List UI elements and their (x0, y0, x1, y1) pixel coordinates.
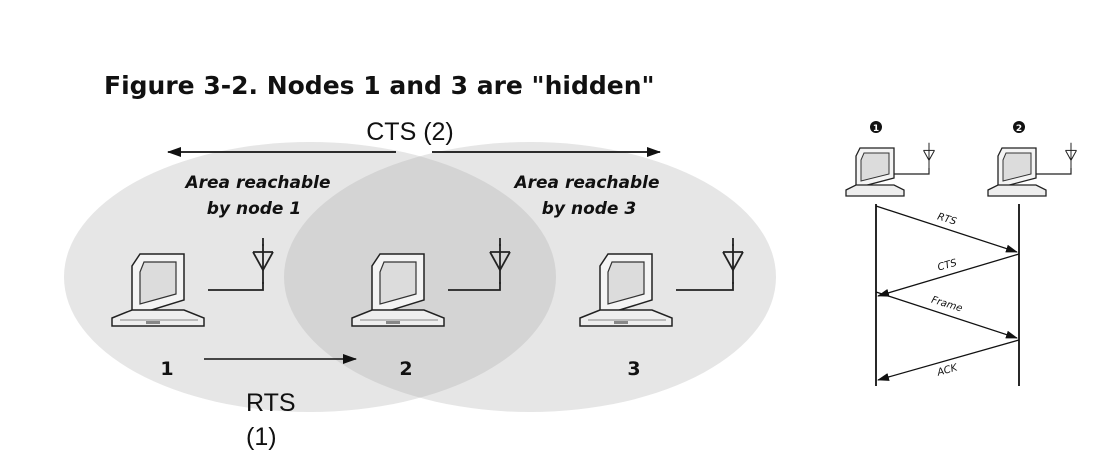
area-caption-node-3-line1: Area reachable (512, 173, 659, 193)
node-label-1: 1 (160, 358, 173, 380)
message-arrow-cts (877, 253, 1020, 297)
cts-label: CTS (2) (366, 118, 454, 146)
message-label-ack: ACK (935, 362, 960, 379)
area-caption-node-1-line2: by node 1 (207, 199, 301, 219)
station-a-badge (870, 121, 882, 133)
area-caption-node-3-line2: by node 3 (542, 199, 636, 219)
message-label-rts: RTS (936, 212, 958, 228)
laptop-icon (351, 237, 511, 327)
coverage-overlap (284, 142, 556, 412)
node-label-3: 3 (627, 358, 640, 380)
station-b-badge (1013, 121, 1025, 133)
message-label-cts: CTS (936, 257, 958, 273)
rts-label-line1: RTS (246, 389, 296, 417)
node-label-2: 2 (399, 358, 412, 380)
message-arrow-frame (875, 291, 1018, 339)
sequence-diagram: 1 2 RTS CTS Frame ACK (845, 121, 1077, 386)
laptop-icon (987, 142, 1077, 197)
message-arrow-rts (875, 205, 1018, 253)
laptop-icon (845, 142, 935, 197)
figure-title: Figure 3-2. Nodes 1 and 3 are "hidden" (104, 71, 655, 100)
laptop-icon (111, 237, 274, 327)
area-caption-node-1-line1: Area reachable (183, 173, 330, 193)
station-b-badge-label: 2 (1016, 124, 1022, 134)
rts-label-line2: (1) (246, 423, 277, 451)
station-a-badge-label: 1 (873, 124, 879, 134)
laptop-icon (579, 237, 744, 327)
message-arrow-ack (877, 339, 1020, 381)
